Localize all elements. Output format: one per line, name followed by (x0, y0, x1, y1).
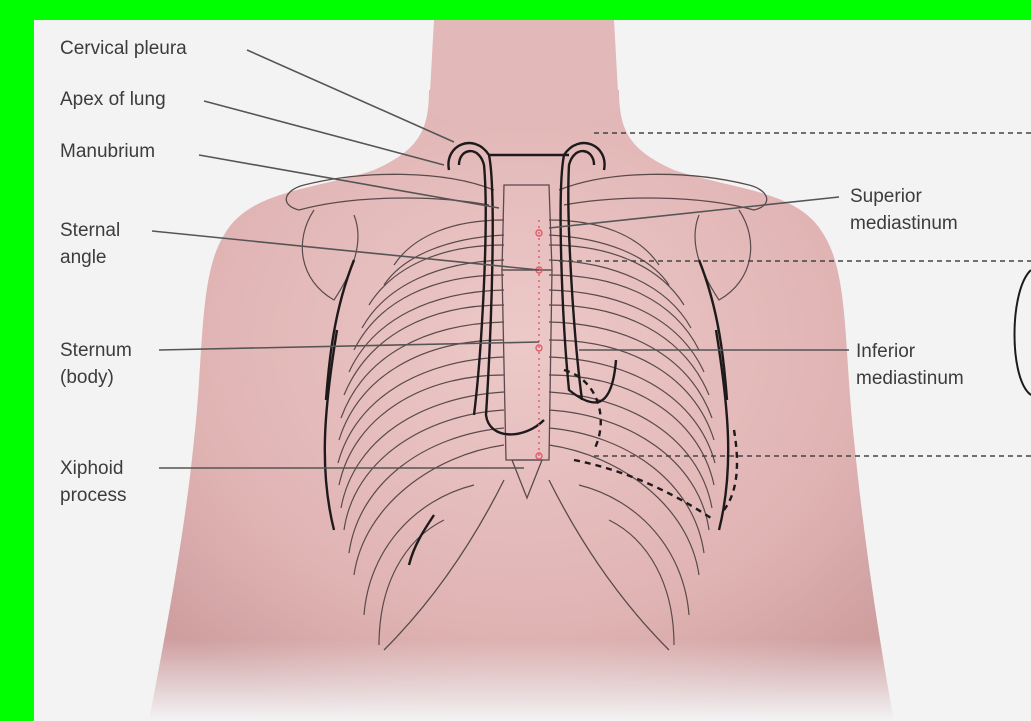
label-manubrium: Manubrium (60, 138, 155, 165)
label-sternal-angle: Sternalangle (60, 217, 120, 271)
label-cervical-pleura: Cervical pleura (60, 35, 187, 62)
leader-apex-of-lung (204, 101, 444, 165)
illustration-panel: Cervical pleura Apex of lung Manubrium S… (34, 20, 1031, 721)
leader-cervical-pleura (247, 50, 454, 142)
label-superior-mediastinum: Superiormediastinum (850, 183, 958, 237)
label-xiphoid-process: Xiphoidprocess (60, 455, 127, 509)
mediastinum-bracket (1015, 270, 1031, 395)
label-apex-of-lung: Apex of lung (60, 86, 166, 113)
label-sternum-body: Sternum(body) (60, 337, 132, 391)
bottom-fade (34, 640, 1031, 721)
neck (429, 20, 619, 129)
label-inferior-mediastinum: Inferiormediastinum (856, 338, 964, 392)
